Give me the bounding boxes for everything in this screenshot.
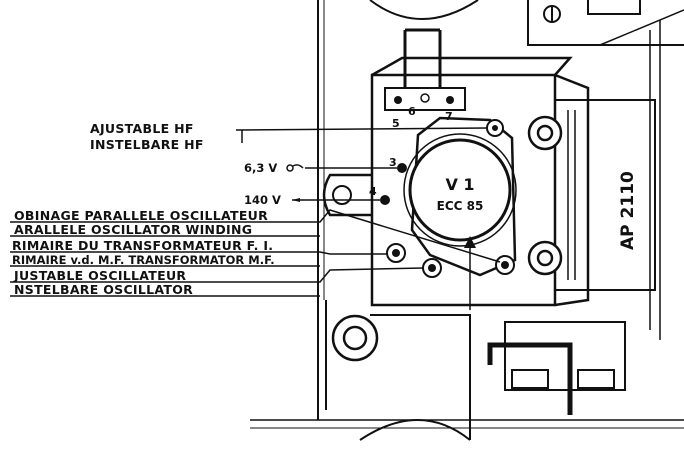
socket-plate xyxy=(410,116,517,277)
voltage-140-label: 140 V xyxy=(244,193,281,207)
oscillator-coil-screw xyxy=(495,255,515,275)
terminal-3 xyxy=(397,163,407,173)
voltage-63-label: 6,3 V xyxy=(244,161,277,175)
ajust-osc-label-nl: NSTELBARE OSCILLATOR xyxy=(14,282,193,297)
adj-hf-label-nl: INSTELBARE HF xyxy=(90,137,204,152)
adj-hf-label-fr: AJUSTABLE HF xyxy=(90,121,194,136)
lug-icon xyxy=(286,164,304,172)
ajust-osc-label-fr: JUSTABLE OSCILLATEUR xyxy=(13,268,186,283)
primaire-label-nl: RIMAIRE v.d. M.F. TRANSFORMATOR M.F. xyxy=(12,253,275,267)
pin-5-label: 5 xyxy=(392,117,400,130)
chassis-outline xyxy=(250,0,684,441)
grommet xyxy=(331,314,379,362)
bobinage-label-fr: OBINAGE PARALLELE OSCILLATEUR xyxy=(14,208,268,223)
model-label: AP 2110 xyxy=(618,171,638,250)
primaire-label-fr: RIMAIRE DU TRANSFORMATEUR F. I. xyxy=(12,238,273,253)
pin-6-label: 6 xyxy=(408,105,416,118)
tube-outline xyxy=(403,133,517,247)
tube-type: ECC 85 xyxy=(437,199,484,213)
tube-arrow-icon xyxy=(464,236,476,248)
screw-icon xyxy=(543,5,561,23)
hinge-holes xyxy=(527,115,563,276)
adj-hf-screw xyxy=(486,119,504,137)
bobinage-label-en: ARALLELE OSCILLATOR WINDING xyxy=(14,222,252,237)
terminal-3-label: 3 xyxy=(389,156,397,169)
tube-designation: V 1 xyxy=(445,175,474,194)
osc-adj-screw xyxy=(422,258,442,278)
tube-bracket xyxy=(322,56,656,307)
bottom-wire xyxy=(487,342,573,415)
pin-7-label: 7 xyxy=(445,110,453,123)
leader-lines xyxy=(10,127,501,310)
bottom-connector xyxy=(511,369,615,389)
terminal-4 xyxy=(380,195,390,205)
mounting-hole xyxy=(332,185,352,205)
tube-pin-connector xyxy=(384,28,466,111)
fi-primary-screw xyxy=(386,243,406,263)
terminal-4-label: 4 xyxy=(369,185,377,198)
terminal-arrow-icon xyxy=(292,198,300,202)
